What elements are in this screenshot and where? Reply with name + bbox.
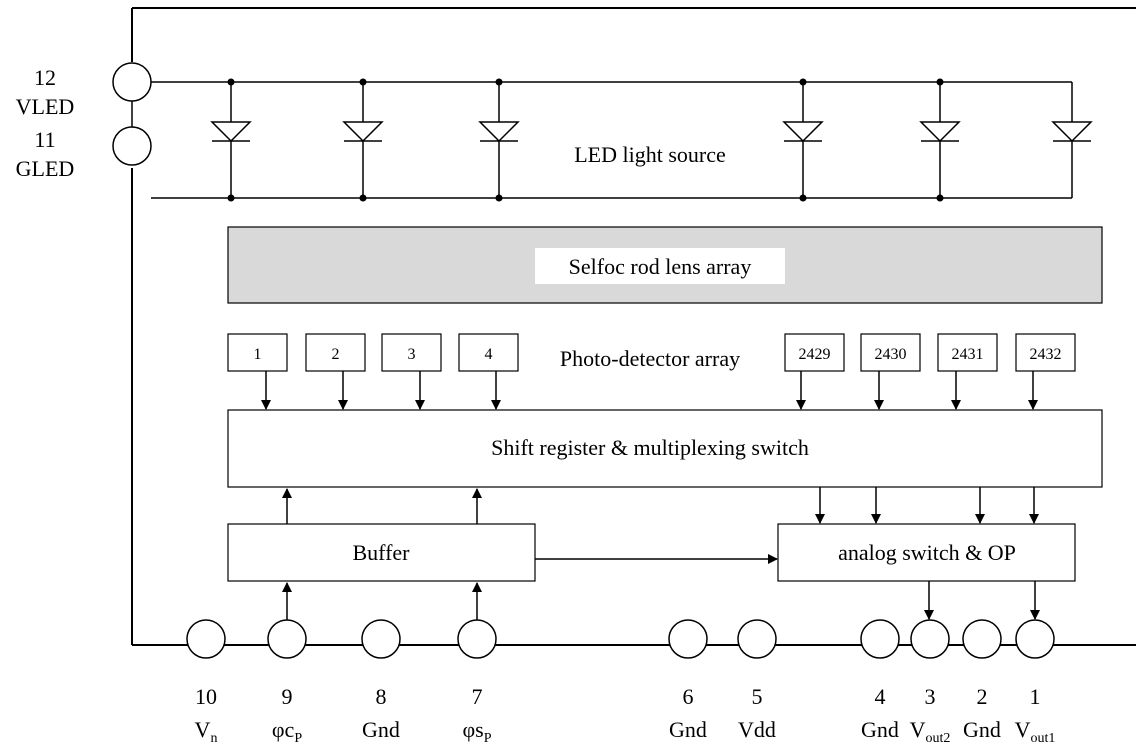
pin-12-circle: [112, 62, 152, 102]
pin-name: Vdd: [738, 717, 776, 742]
pin-11-number: 11: [34, 127, 55, 152]
buffer-block: Buffer: [227, 523, 536, 582]
analog-switch-label: analog switch & OP: [838, 540, 1016, 565]
pin-name: Gnd: [861, 717, 899, 742]
analog-switch-block: analog switch & OP: [777, 523, 1076, 582]
shift-register-label: Shift register & multiplexing switch: [491, 435, 809, 460]
detector-cell-label: 2430: [875, 346, 907, 363]
pin-number: 4: [875, 684, 886, 709]
pin-number: 7: [472, 684, 483, 709]
detector-cell: 3: [381, 333, 442, 372]
led-diode: [210, 78, 252, 202]
bottom-pin: 7 φsP: [457, 619, 497, 746]
lens-array-block: Selfoc rod lens array: [227, 226, 1103, 304]
detector-cell-label: 1: [254, 346, 262, 363]
pin-name: Vout2: [910, 717, 951, 746]
pin-number: 8: [376, 684, 387, 709]
detector-cell-label: 4: [485, 346, 493, 363]
lens-array-label: Selfoc rod lens array: [569, 254, 752, 279]
pin-11-name: GLED: [16, 156, 75, 181]
pin-12-name: VLED: [16, 94, 75, 119]
detector-cell-label: 2429: [799, 346, 831, 363]
detector-cell-label: 2432: [1030, 346, 1062, 363]
detector-cell-label: 2431: [952, 346, 984, 363]
left-pins: 12 VLED 11 GLED: [16, 62, 152, 181]
photo-detector-cells: 1 2 3 4 2429 2430 2431 2432: [227, 333, 1076, 372]
led-diode-row: [210, 78, 1093, 202]
photo-detector-label: Photo-detector array: [560, 346, 740, 371]
pin-name: Vn: [195, 717, 218, 746]
pin-number: 9: [282, 684, 293, 709]
detector-cell: 1: [227, 333, 288, 372]
led-diode: [342, 78, 384, 202]
detector-cell: 2429: [784, 333, 845, 372]
pin-number: 5: [752, 684, 763, 709]
pin-name: Gnd: [362, 717, 400, 742]
led-light-source-label: LED light source: [574, 142, 726, 167]
pin-name: Gnd: [669, 717, 707, 742]
led-diode: [478, 78, 520, 202]
pin-number: 10: [195, 684, 217, 709]
led-rails: [151, 81, 1072, 199]
bottom-pin: 9 φcP: [267, 619, 307, 746]
detector-cell: 2430: [860, 333, 921, 372]
detector-cell-label: 2: [332, 346, 340, 363]
detector-cell: 2432: [1015, 333, 1076, 372]
led-diode: [919, 78, 961, 202]
pin-11-circle: [112, 126, 152, 166]
pin-name: φcP: [272, 717, 302, 746]
detector-cell: 2: [305, 333, 366, 372]
pin-number: 2: [977, 684, 988, 709]
pin-number: 1: [1030, 684, 1041, 709]
led-diode: [1051, 82, 1093, 198]
shift-register-block: Shift register & multiplexing switch: [227, 409, 1103, 488]
pin-number: 6: [683, 684, 694, 709]
buffer-label: Buffer: [352, 540, 410, 565]
pin-12-number: 12: [34, 65, 56, 90]
signal-arrows: [261, 371, 1040, 620]
detector-cell: 4: [458, 333, 519, 372]
pin-name: φsP: [462, 717, 491, 746]
pin-number: 3: [925, 684, 936, 709]
bottom-pins: 10Vn9φcP8Gnd7φsP6Gnd5Vdd4Gnd3Vout22Gnd1V…: [186, 619, 1056, 746]
pin-name: Gnd: [963, 717, 1001, 742]
detector-cell: 2431: [937, 333, 998, 372]
led-diode: [782, 78, 824, 202]
pin-name: Vout1: [1015, 717, 1056, 746]
detector-cell-label: 3: [408, 346, 416, 363]
